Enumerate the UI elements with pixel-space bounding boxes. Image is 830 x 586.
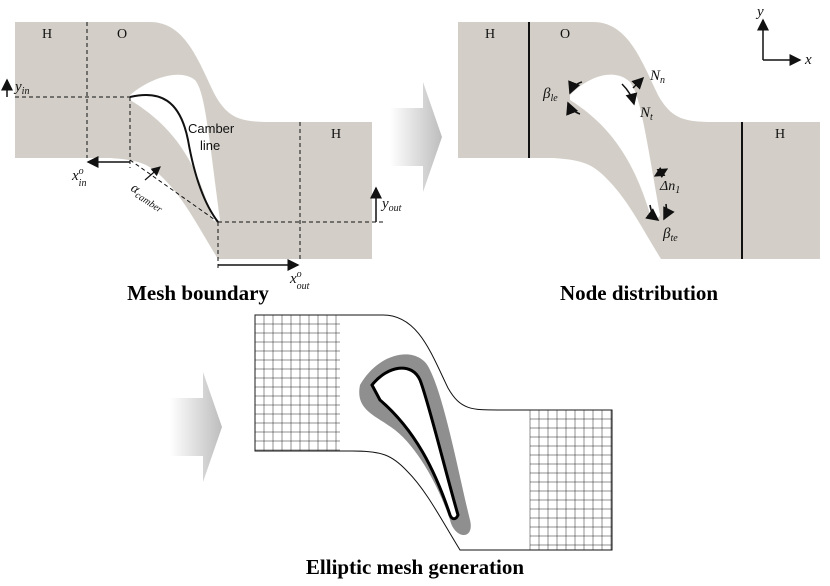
y-in-label: yin [13, 79, 29, 97]
elliptic-mesh-panel: Elliptic mesh generation [254, 314, 613, 579]
axes-indicator: y x [755, 4, 812, 68]
camber-line-label-1: Camber [188, 121, 235, 136]
zone-label-h-right: H [331, 127, 341, 142]
n-n-arrow [631, 76, 645, 90]
mesh-grid-lines [254, 314, 612, 550]
caption-mesh-boundary: Mesh boundary [127, 281, 269, 305]
zone-label-o: O [117, 27, 127, 42]
delta-n1-arrow-b [653, 166, 668, 177]
delta-n1-label: Δn1 [659, 179, 680, 196]
zone-label-o-2: O [560, 27, 570, 42]
beta-te-arrow-left [645, 204, 660, 221]
y-axis-label: y [755, 4, 764, 20]
blade-airfoil-2 [570, 74, 660, 219]
alpha-camber-label: αcamber [127, 181, 168, 216]
beta-le-label: βle [542, 86, 558, 104]
camber-line [129, 93, 219, 223]
caption-elliptic-mesh: Elliptic mesh generation [306, 555, 524, 579]
zone-label-h-left-2: H [485, 27, 495, 42]
beta-te-arrow-right [663, 203, 675, 221]
blade-airfoil [130, 74, 220, 222]
blade-airfoil-3 [370, 366, 460, 521]
flow-arrow-1 [390, 82, 442, 192]
node-distribution-panel: H O H βle Nn Nt Δn1 βte Node distributio… [458, 22, 820, 305]
beta-le-arrow-top [568, 80, 583, 95]
alpha-arc-arrow [144, 166, 161, 181]
flow-arrow-2 [170, 372, 222, 482]
n-t-arrow [621, 83, 638, 106]
n-n-label: Nn [649, 68, 665, 86]
zone-label-h-left: H [42, 27, 52, 42]
beta-te-label: βte [662, 226, 678, 244]
camber-chord-ref [129, 159, 219, 223]
n-t-label: Nt [639, 105, 653, 123]
y-out-label: yout [380, 196, 402, 214]
caption-node-distribution: Node distribution [560, 281, 718, 305]
camber-line-label-2: line [200, 138, 220, 153]
zone-label-h-right-2: H [775, 127, 785, 142]
x-axis-label: x [804, 52, 812, 68]
beta-le-arrow-bottom [566, 101, 581, 116]
